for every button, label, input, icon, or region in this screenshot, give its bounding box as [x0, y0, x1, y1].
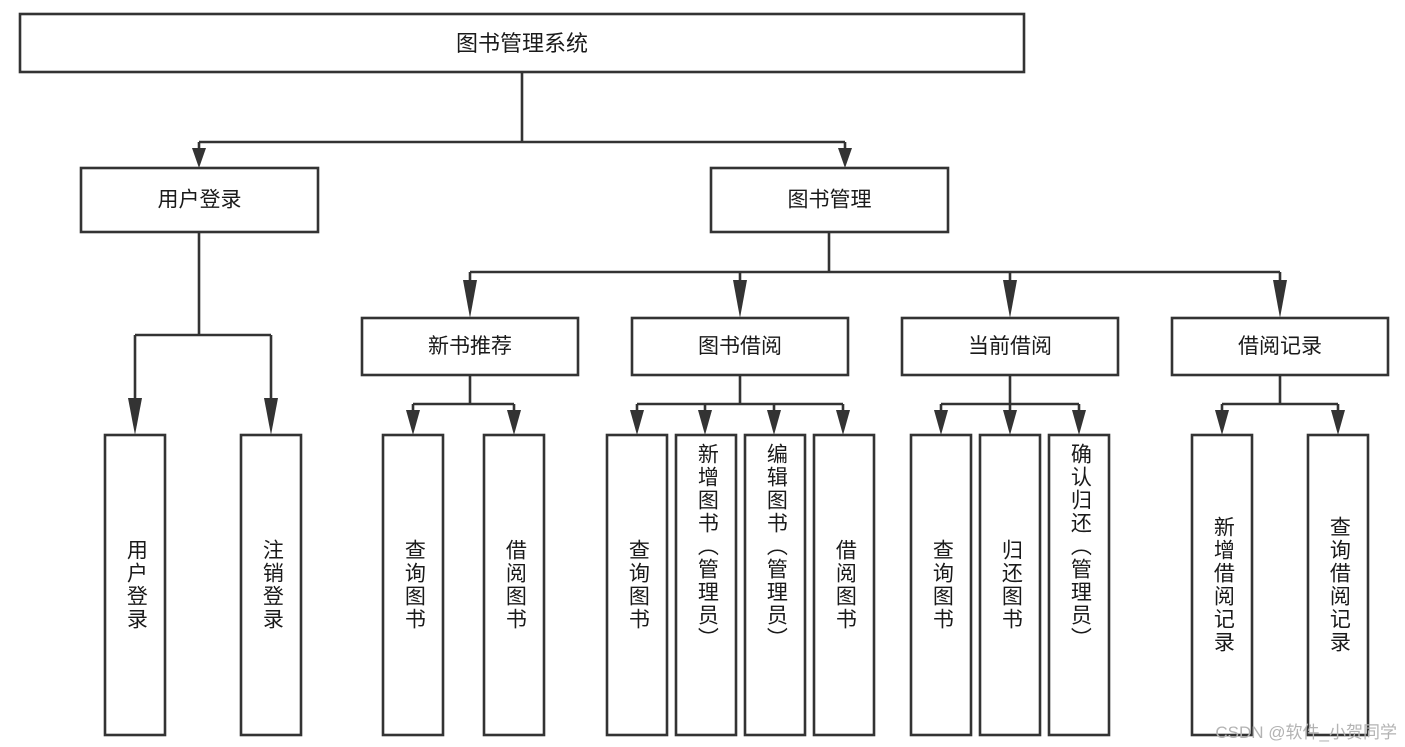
node-current-borrow-label: 当前借阅	[968, 335, 1052, 358]
connector-bookborrow-to-leaves	[630, 375, 850, 435]
node-borrow-record[interactable]: 借阅记录	[1170, 316, 1390, 377]
leaf-box-edit-book[interactable]	[743, 433, 807, 737]
leaf-box-user-logout[interactable]	[239, 433, 303, 737]
node-book-borrow[interactable]: 图书借阅	[630, 316, 850, 377]
node-new-book-recommend[interactable]: 新书推荐	[360, 316, 580, 377]
connector-userlogin-to-leaves	[128, 232, 278, 435]
csdn-watermark: CSDN @软件_小贺同学	[1215, 723, 1397, 742]
connector-newbook-to-leaves	[406, 375, 521, 435]
node-root-label: 图书管理系统	[456, 31, 588, 56]
connector-booksmanage-to-level3	[463, 232, 1287, 318]
leaf-box-query-book-3[interactable]	[909, 433, 973, 737]
node-borrow-record-label: 借阅记录	[1238, 335, 1322, 358]
leaf-box-add-book[interactable]	[674, 433, 738, 737]
node-user-login-label: 用户登录	[158, 189, 242, 212]
node-book-borrow-label: 图书借阅	[698, 335, 782, 358]
connector-borrowrecord-to-leaves	[1215, 375, 1345, 435]
leaf-box-add-record[interactable]	[1190, 433, 1254, 737]
connector-root-to-level2	[192, 72, 852, 168]
leaf-box-user-login[interactable]	[103, 433, 167, 737]
leaf-box-return-book[interactable]	[978, 433, 1042, 737]
node-root[interactable]: 图书管理系统	[18, 12, 1026, 74]
connector-currentborrow-to-leaves	[934, 375, 1086, 435]
node-book-manage[interactable]: 图书管理	[709, 166, 950, 234]
node-book-manage-label: 图书管理	[788, 189, 872, 212]
leaf-box-query-record[interactable]	[1306, 433, 1370, 737]
leaf-box-borrow-book-1[interactable]	[482, 433, 546, 737]
leaf-box-query-book-1[interactable]	[381, 433, 445, 737]
leaf-box-query-book-2[interactable]	[605, 433, 669, 737]
leaf-box-borrow-book-2[interactable]	[812, 433, 876, 737]
node-new-book-recommend-label: 新书推荐	[428, 335, 512, 358]
node-user-login[interactable]: 用户登录	[79, 166, 320, 234]
node-current-borrow[interactable]: 当前借阅	[900, 316, 1120, 377]
leaf-box-confirm-return[interactable]	[1047, 433, 1111, 737]
